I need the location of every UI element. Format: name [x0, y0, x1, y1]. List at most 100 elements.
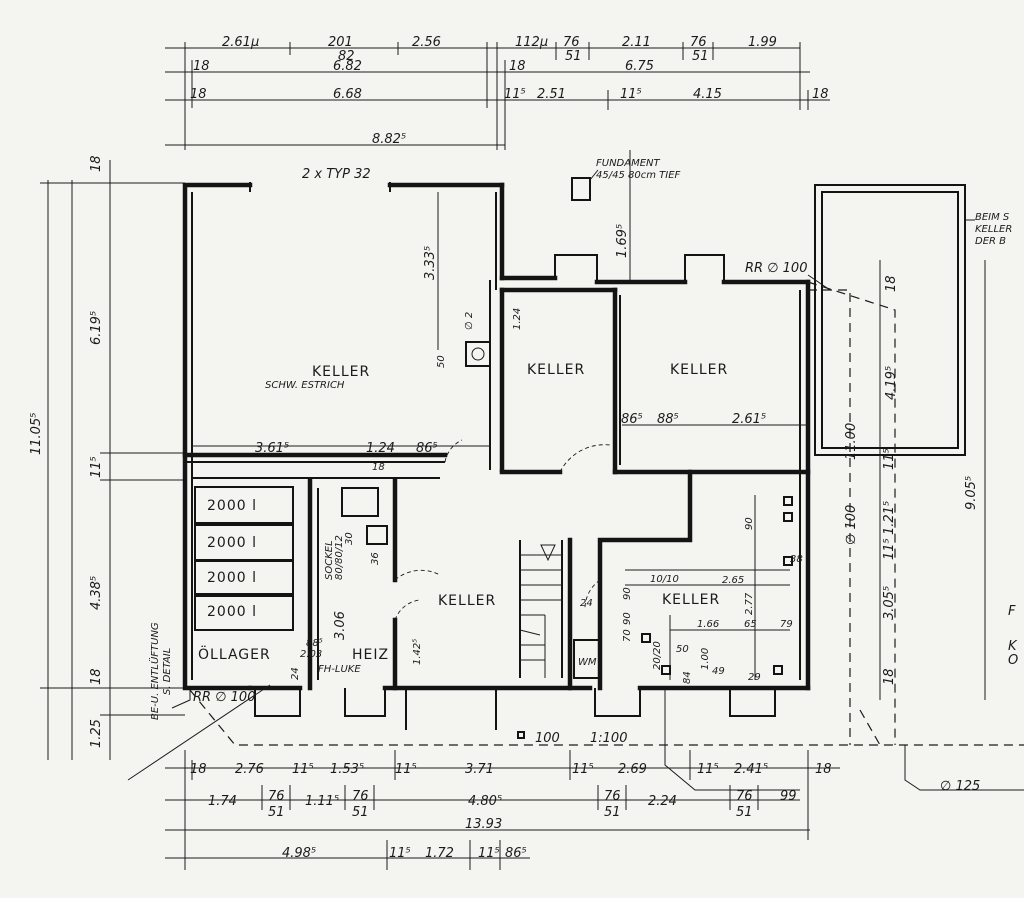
- bot-dim-11: 18: [815, 762, 832, 777]
- k5-90-c: 90: [744, 517, 755, 530]
- top-dim-row3-1: 18: [190, 87, 207, 102]
- top-dim-row2-4: 6.75: [625, 59, 654, 74]
- tank-2-label: 2000 l: [207, 535, 257, 551]
- heiz-203: 2.03: [300, 649, 322, 660]
- foundation-marker: [571, 177, 591, 201]
- left-dimension-chains: 18 6.19⁵ 11.05⁵ 11⁵ 4.38⁵ 18 1.25: [29, 155, 185, 760]
- room-heiz: HEIZ: [352, 647, 389, 663]
- edge-right-3: O: [1008, 653, 1018, 668]
- left-dim-18-bot: 18: [89, 668, 104, 685]
- k5-79: 79: [780, 619, 793, 630]
- k5-90-a: 90: [622, 587, 633, 600]
- tank-3-label: 2000 l: [207, 570, 257, 586]
- k5-38: 38: [790, 554, 803, 565]
- washing-machine: [573, 639, 601, 679]
- bot-dim2-2: 76: [268, 789, 285, 804]
- tank-1-label: 2000 l: [207, 498, 257, 514]
- top-dim-1b-2: 51: [565, 49, 582, 64]
- top-dimension-chains: 2.61µ 201 2.56 112µ 76 2.11 76 1.99 82 5…: [165, 35, 830, 150]
- bottom-dimension-chains: 18 2.76 11⁵ 1.53⁵ 11⁵ 3.71 11⁵ 2.69 11⁵ …: [165, 750, 840, 870]
- walls: [182, 182, 811, 717]
- top-dim-row2-3: 18: [509, 59, 526, 74]
- room-keller-4: KELLER: [438, 593, 496, 609]
- heiz-fh-luke: FH-LUKE: [318, 664, 361, 675]
- bot-dim-4: 1.53⁵: [330, 762, 364, 777]
- bot-dim4-1: 4.98⁵: [282, 846, 316, 861]
- heiz-sockel-size: 80/80/12: [334, 535, 345, 580]
- oil-tanks: 2000 l 2000 l 2000 l 2000 l: [194, 486, 294, 631]
- bot-dim2-5: 4.80⁵: [468, 794, 502, 809]
- bot-dim2-6: 76: [604, 789, 621, 804]
- bot-dim2-3: 1.11⁵: [305, 794, 339, 809]
- tank-4-label: 2000 l: [207, 604, 257, 620]
- heating-details: SOCKEL 80/80/12 30 36 3.06 88⁵ 2.03 FH-L…: [290, 487, 423, 680]
- tank-1: [194, 486, 294, 524]
- heiz-sockel: SOCKEL: [324, 540, 335, 580]
- bot-dim2-1: 1.74: [208, 794, 237, 809]
- room-keller-5: KELLER: [662, 592, 720, 608]
- dim-361: 3.61⁵: [255, 441, 289, 456]
- k5-100: 1.00: [700, 648, 711, 670]
- tank-3: [194, 559, 294, 597]
- bot-dim-7: 11⁵: [572, 762, 594, 777]
- tank-4: [194, 593, 294, 631]
- note-right-2: KELLER: [975, 224, 1012, 235]
- note-right-1: BEIM S: [975, 212, 1010, 223]
- room-keller-3: KELLER: [670, 362, 728, 378]
- rr-pipe-left: RR ∅ 100: [193, 690, 255, 705]
- dim-18-mid: 18: [372, 462, 385, 473]
- right-dim-905: 9.05⁵: [964, 476, 979, 510]
- dim-88: 88⁵: [657, 412, 679, 427]
- bot-dim-6: 3.71: [465, 762, 494, 777]
- bot-dim4-3: 1.72: [425, 846, 454, 861]
- keller5-details: 10/10 2.65 2.77 90 90 70 1.66 65 79 20/2…: [573, 495, 803, 684]
- bot-dim4-5: 86⁵: [505, 846, 527, 861]
- bot-dim-1: 18: [190, 762, 207, 777]
- left-dim-18-top: 18: [89, 155, 104, 172]
- heiz-24: 24: [290, 667, 301, 680]
- boiler-socket: [341, 487, 379, 517]
- right-dims: 18 4.19⁵ ∅ 100 11⁵ 1.21⁵ 11⁵ 3.05⁵ 18 9.…: [844, 260, 986, 700]
- room-keller-2: KELLER: [527, 362, 585, 378]
- bot-dim2b-1: 51: [268, 805, 285, 820]
- dim-d2: ∅ 2: [464, 312, 475, 330]
- top-dim-8: 1.99: [748, 35, 777, 50]
- window-type-label: 2 x TYP 32: [302, 167, 371, 182]
- top-dim-7: 76: [690, 35, 707, 50]
- bot-dim2-4: 76: [352, 789, 369, 804]
- note-right-3: DER B: [975, 236, 1006, 247]
- foundation-label-2: 45/45 80cm TIEF: [596, 170, 681, 181]
- top-dim-1: 2.61µ: [222, 35, 259, 50]
- bot-dim2b-2: 51: [352, 805, 369, 820]
- k5-wm: WM: [578, 657, 597, 668]
- top-dim-row2-1: 18: [193, 59, 210, 74]
- top-dim-1b-3: 51: [692, 49, 709, 64]
- room-oellager: ÖLLAGER: [198, 645, 271, 663]
- note-ventilation-2: S. DETAIL: [162, 648, 173, 695]
- room-keller-1: KELLER: [312, 364, 370, 380]
- heiz-88: 88⁵: [306, 638, 323, 649]
- edge-right-2: K: [1008, 639, 1018, 654]
- door-swings: [394, 439, 611, 621]
- bot-dim2-8: 76: [736, 789, 753, 804]
- right-dim-11b: 11⁵: [882, 538, 897, 560]
- right-dim-121: 1.21⁵: [882, 501, 897, 535]
- left-dim-125: 1.25: [89, 719, 104, 748]
- left-dim-11: 11⁵: [89, 456, 104, 478]
- top-dim-row3-5: 11⁵: [620, 87, 642, 102]
- bot-total: 13.93: [465, 817, 502, 832]
- bot-dim4-4: 11⁵: [478, 846, 500, 861]
- left-dim-1105: 11.05⁵: [29, 413, 44, 455]
- top-dim-5: 76: [563, 35, 580, 50]
- bot-dim-9: 11⁵: [697, 762, 719, 777]
- k5-24: 24: [580, 598, 593, 609]
- heiz-36: 36: [370, 552, 381, 565]
- k5-166: 1.66: [697, 619, 719, 630]
- dim-86-a: 86⁵: [416, 441, 438, 456]
- heiz-142: 1.42⁵: [412, 639, 423, 665]
- k5-29: 29: [748, 672, 761, 683]
- right-dim-419: 4.19⁵: [884, 366, 899, 400]
- right-dim-1100: 11.00: [844, 423, 859, 460]
- k5-50: 50: [676, 644, 689, 655]
